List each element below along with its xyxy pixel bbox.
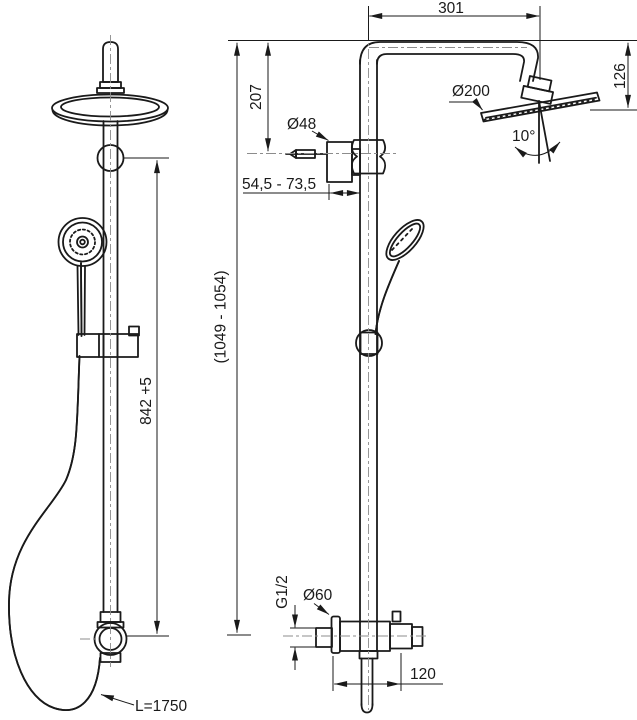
holder-body	[76, 333, 139, 358]
threaded-nipple	[315, 627, 333, 648]
dim-126-label: 126	[612, 63, 629, 89]
rain-head-slab	[480, 91, 601, 123]
leader-head-diameter	[449, 98, 483, 111]
dim-207-label: 207	[248, 84, 265, 110]
centerlines	[80, 30, 527, 710]
rain-head-nozzle-face	[60, 96, 160, 118]
side-view	[285, 41, 601, 714]
rail-height-label: 842 +5	[138, 377, 155, 425]
ball-joint	[520, 75, 554, 105]
wall-supply-elbow	[315, 610, 424, 714]
overhead-arm-side	[359, 41, 539, 82]
flange-diameter-label: Ø60	[303, 587, 333, 604]
wall-bracket-side	[285, 141, 361, 183]
shower-hose	[8, 355, 101, 711]
dimensions: 301 126 Ø200 10° 207 Ø48 54,5 - 73,5 (10…	[100, 0, 637, 715]
hand-shower-spray-ring	[69, 228, 96, 256]
diverter-knob	[391, 610, 402, 623]
slide-holder-front	[76, 325, 140, 358]
shower-rail-front	[102, 120, 119, 613]
leader-hose-length	[100, 694, 135, 706]
rain-head-rim	[51, 93, 169, 123]
hand-shower-head-side	[385, 219, 425, 261]
total-height-label: (1049 - 1054)	[213, 270, 230, 363]
slide-holder-side	[355, 329, 383, 357]
head-angle-label: 10°	[512, 128, 535, 145]
dim-301-label: 301	[438, 0, 464, 17]
leader-flange-diameter	[313, 603, 330, 615]
hose-length-label: L=1750	[135, 698, 188, 715]
rain-head-edge	[51, 109, 169, 127]
angle-arc	[514, 141, 561, 158]
bracket-diameter-label: Ø48	[287, 116, 316, 133]
dim-120-label: 120	[410, 666, 436, 683]
wall-clearance-label: 54,5 - 73,5	[242, 176, 316, 193]
head-diameter-label: Ø200	[452, 83, 490, 100]
leader-bracket-diameter	[311, 130, 329, 141]
hand-shower-side	[374, 219, 425, 335]
hand-shower-face-ring	[62, 221, 103, 263]
hand-shower-front	[57, 217, 108, 337]
bracket-collar	[350, 139, 387, 175]
thread-size-label: G1/2	[274, 575, 291, 609]
overhead-head-side	[480, 75, 601, 164]
hand-shower-face-outer	[57, 217, 108, 267]
hand-shower-handle-side	[374, 260, 400, 335]
front-view	[8, 41, 169, 711]
bracket-body	[326, 141, 353, 183]
overhead-shower-front	[51, 41, 169, 127]
holder-knob	[128, 325, 140, 337]
pipe-bottom-cap	[360, 703, 374, 714]
